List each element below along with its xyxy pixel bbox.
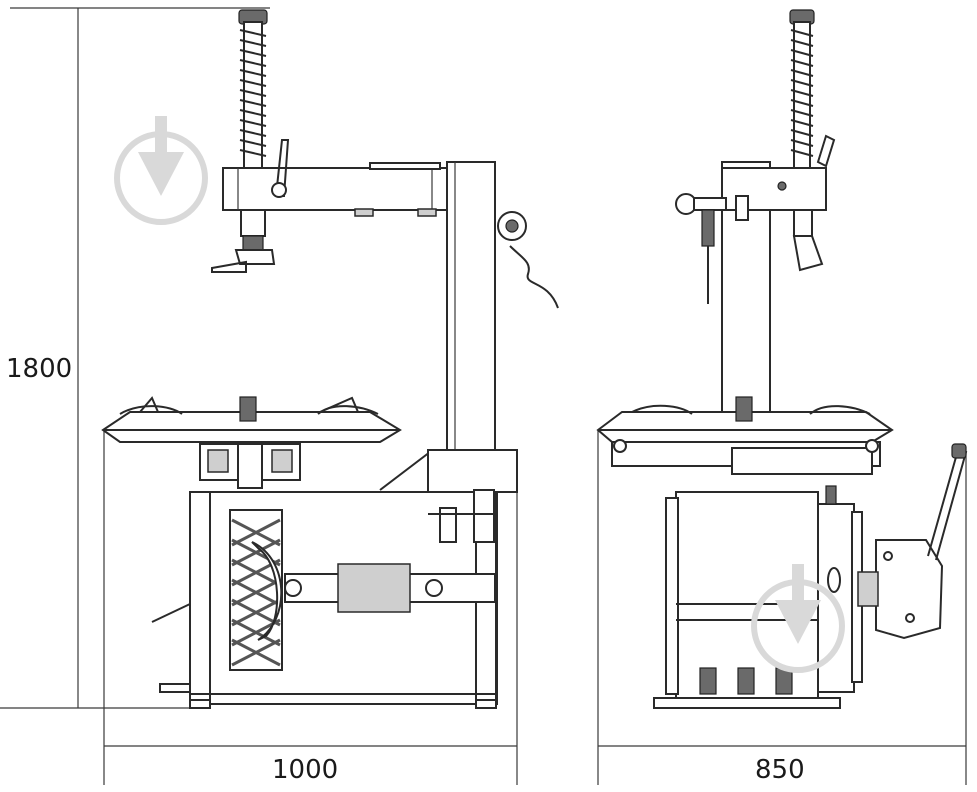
side-width-dimension: 850 bbox=[597, 430, 967, 785]
side-view bbox=[596, 9, 968, 709]
download-arrow-icon bbox=[751, 564, 845, 673]
front-hatch-pattern bbox=[231, 518, 281, 667]
front-spring-column bbox=[238, 9, 268, 171]
front-view bbox=[101, 9, 559, 709]
front-width-dimension: 1000 bbox=[103, 430, 518, 785]
side-bead-breaker bbox=[857, 443, 968, 640]
side-arm-head bbox=[675, 134, 836, 428]
height-dimension-label: 1800 bbox=[6, 354, 72, 384]
front-turntable bbox=[101, 396, 402, 489]
download-arrow-icon bbox=[114, 116, 208, 225]
front-horizontal-arm bbox=[222, 139, 449, 217]
side-turntable bbox=[596, 396, 894, 475]
side-spring-column bbox=[789, 9, 815, 171]
side-width-dimension-label: 850 bbox=[755, 755, 805, 785]
front-main-column bbox=[446, 161, 559, 453]
front-cabinet bbox=[151, 449, 518, 709]
height-dimension: 1800 bbox=[0, 7, 270, 709]
front-width-dimension-label: 1000 bbox=[272, 755, 338, 785]
front-tool-head bbox=[211, 209, 276, 273]
side-cabinet bbox=[653, 485, 863, 709]
